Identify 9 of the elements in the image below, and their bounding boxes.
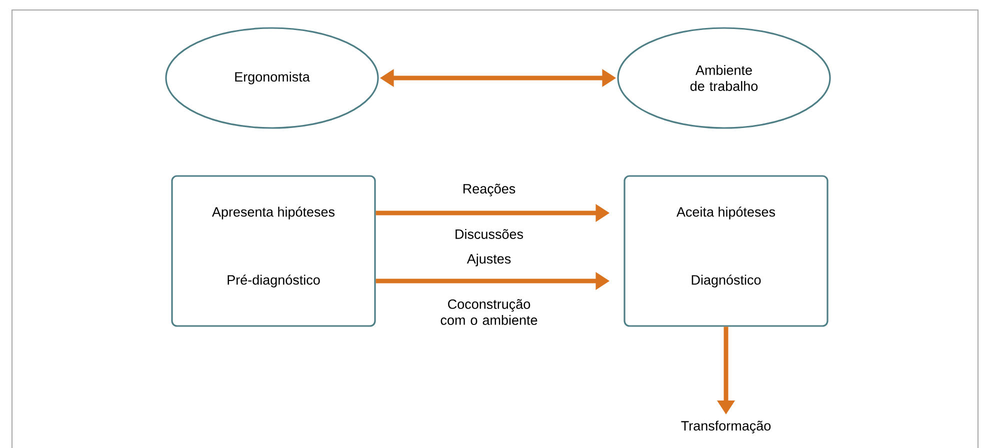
edge-label: Ajustes (466, 252, 512, 268)
box-text: Apresenta hipóteses (212, 206, 335, 220)
box-text: Aceita hipóteses (676, 206, 776, 220)
box-text: Pré-diagnóstico (228, 274, 320, 288)
label: Discussões (456, 229, 524, 239)
edge-label: Reações (461, 182, 517, 198)
text: Transformação (681, 420, 771, 434)
box-text: Diagnóstico (692, 274, 761, 288)
label: Coconstrução com o ambiente (440, 299, 538, 325)
